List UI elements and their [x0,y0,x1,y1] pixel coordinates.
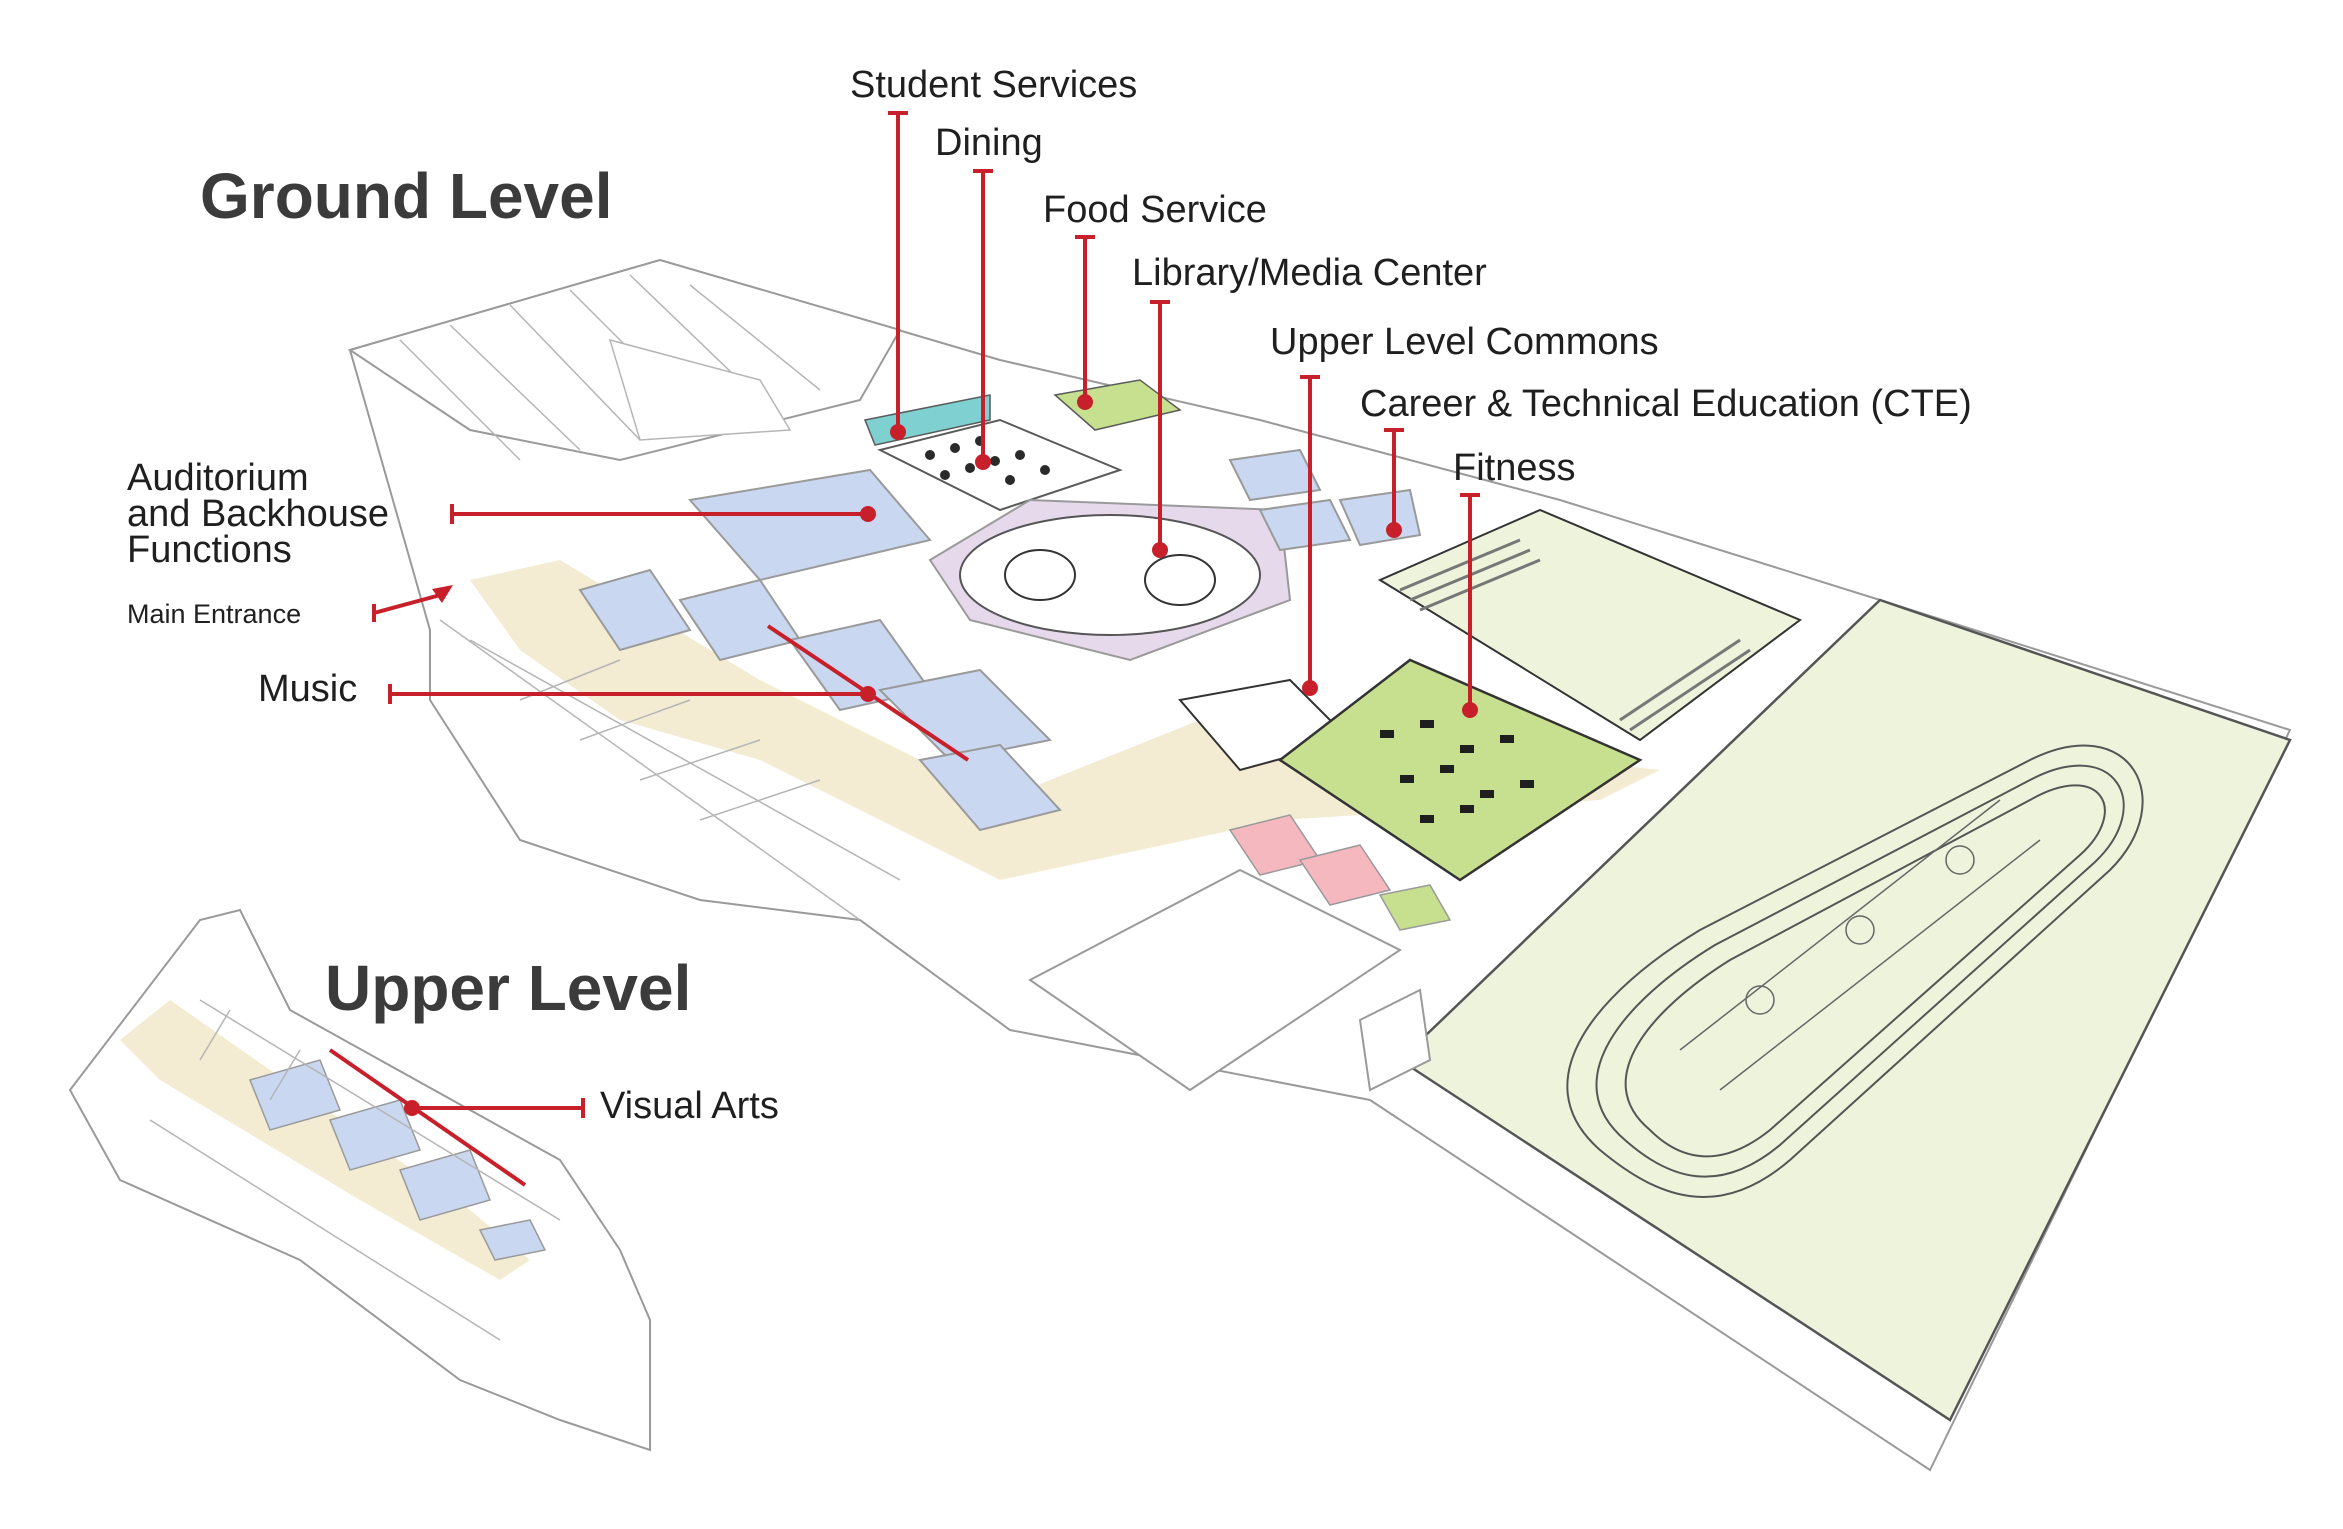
label-student-services: Student Services [850,64,1137,106]
leader-music [388,624,970,762]
label-auditorium-line1: Auditorium [127,457,309,499]
cte-green-room [1378,884,1452,931]
leader-visual-arts [328,1048,585,1187]
field-house [1398,598,2292,1422]
label-dining: Dining [935,122,1043,164]
upper-level-plan [68,908,651,1452]
cte-rooms [1228,448,1422,552]
label-auditorium-line3: Functions [127,529,292,571]
leader-lines [328,111,1480,1187]
dining-tables [925,436,1050,485]
visual-arts-rooms [248,1059,547,1261]
north-wing-rooms [399,274,821,461]
bleachers [1399,538,1751,732]
fitness-area [1277,658,1643,882]
label-main-entrance: Main Entrance [127,599,301,629]
label-music: Music [258,668,357,710]
leader-food-service [1075,235,1095,410]
service-block-left [1028,868,1402,1092]
label-cte: Career & Technical Education (CTE) [1360,383,1972,425]
cte-pink-room-2 [1298,844,1392,906]
ground-level-title: Ground Level [200,160,613,232]
leader-library [1150,300,1170,558]
label-fitness: Fitness [1453,447,1575,489]
upper-level-title: Upper Level [325,952,691,1024]
running-track [1566,744,2144,1198]
leader-student-services [888,111,908,440]
music-rooms [578,568,1062,832]
fitness-equipment [1380,720,1534,823]
label-upper-commons: Upper Level Commons [1270,321,1659,363]
upper-level-walls [149,999,561,1341]
label-food-service: Food Service [1043,189,1267,231]
library-pod-left [1004,549,1076,601]
leader-main-entrance [372,585,453,622]
leader-auditorium [450,504,876,524]
leader-fitness [1460,493,1480,718]
courts [1679,799,2041,1091]
auditorium-block [688,468,932,582]
service-block-right [1358,988,1432,1092]
leader-upper-commons [1300,375,1320,696]
label-visual-arts: Visual Arts [600,1085,779,1127]
music-wing-walls [439,619,901,921]
label-library: Library/Media Center [1132,252,1487,294]
ground-level-plan [347,258,2292,1472]
label-auditorium-line2: and Backhouse [127,493,389,535]
library-pod-right [1144,554,1216,606]
leader-dining [973,169,993,470]
leader-cte [1384,428,1404,538]
dining-area [877,418,1123,512]
